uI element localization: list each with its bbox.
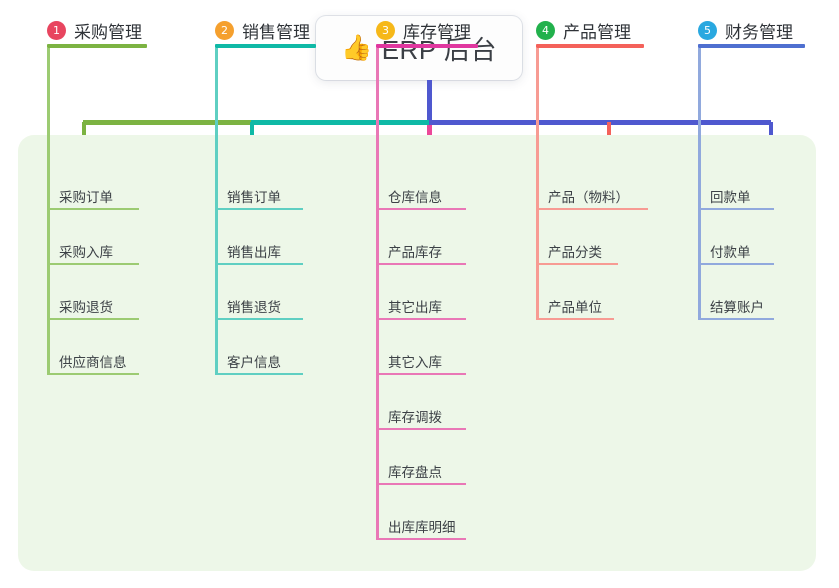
leaf-underline [215,318,303,320]
thumbs-up-icon: 👍 [341,33,373,62]
leaf-label: 其它出库 [388,300,442,315]
column-header-1[interactable]: 1 采购管理 [47,18,142,43]
connector-bar-green [83,120,253,125]
column-spine-5 [698,48,701,320]
diagram-panel [18,135,816,571]
leaf-underline [698,208,774,210]
leaf-label: 销售订单 [227,190,281,205]
column-badge-2: 2 [215,21,234,40]
leaf-underline [536,318,614,320]
column-underline-2 [215,44,316,48]
column-header-3[interactable]: 3 库存管理 [376,18,471,43]
leaf-underline [47,318,139,320]
leaf-underline [215,373,303,375]
column-spine-4 [536,48,539,320]
leaf-label: 采购订单 [59,190,113,205]
leaf-underline [376,373,466,375]
column-underline-5 [698,44,805,48]
column-badge-3: 3 [376,21,395,40]
leaf-underline [47,208,139,210]
leaf-label: 销售出库 [227,245,281,260]
column-title-1: 采购管理 [74,23,142,42]
leaf-label: 库存盘点 [388,465,442,480]
column-badge-5: 5 [698,21,717,40]
leaf-underline [376,428,466,430]
column-spine-2 [215,48,218,375]
leaf-underline [698,263,774,265]
leaf-label: 客户信息 [227,355,281,370]
column-underline-4 [536,44,644,48]
leaf-underline [376,318,466,320]
leaf-label: 销售退货 [227,300,281,315]
column-header-2[interactable]: 2 销售管理 [215,18,310,43]
column-spine-1 [47,48,50,375]
leaf-label: 产品（物料） [548,190,629,205]
leaf-underline [47,373,139,375]
diagram-title-card: 👍 ERP 后台 [316,16,522,80]
leaf-underline [536,208,648,210]
leaf-underline [215,208,303,210]
leaf-label: 回款单 [710,190,751,205]
leaf-label: 结算账户 [710,300,764,315]
leaf-underline [376,538,466,540]
column-title-5: 财务管理 [725,23,793,42]
leaf-underline [698,318,774,320]
leaf-label: 供应商信息 [59,355,127,370]
leaf-underline [376,263,466,265]
leaf-underline [376,483,466,485]
leaf-underline [376,208,466,210]
leaf-label: 库存调拨 [388,410,442,425]
leaf-label: 产品分类 [548,245,602,260]
leaf-label: 仓库信息 [388,190,442,205]
column-spine-3 [376,48,379,540]
column-badge-4: 4 [536,21,555,40]
column-badge-1: 1 [47,21,66,40]
connector-bar-blue [429,120,771,125]
column-underline-3 [376,44,478,48]
page-title: 👍 ERP 后台 [341,30,497,67]
leaf-label: 其它入库 [388,355,442,370]
column-header-5[interactable]: 5 财务管理 [698,18,793,43]
column-title-4: 产品管理 [563,23,631,42]
leaf-underline [215,263,303,265]
leaf-underline [47,263,139,265]
leaf-label: 产品单位 [548,300,602,315]
title-label: ERP 后台 [381,34,497,65]
leaf-underline [536,263,618,265]
column-title-3: 库存管理 [403,23,471,42]
leaf-label: 付款单 [710,245,751,260]
leaf-label: 采购入库 [59,245,113,260]
column-title-2: 销售管理 [242,23,310,42]
connector-bar-teal [251,120,431,125]
leaf-label: 产品库存 [388,245,442,260]
column-header-4[interactable]: 4 产品管理 [536,18,631,43]
leaf-label: 采购退货 [59,300,113,315]
connector-stem-upper [427,80,432,122]
column-underline-1 [47,44,147,48]
leaf-label: 出库库明细 [388,520,456,535]
